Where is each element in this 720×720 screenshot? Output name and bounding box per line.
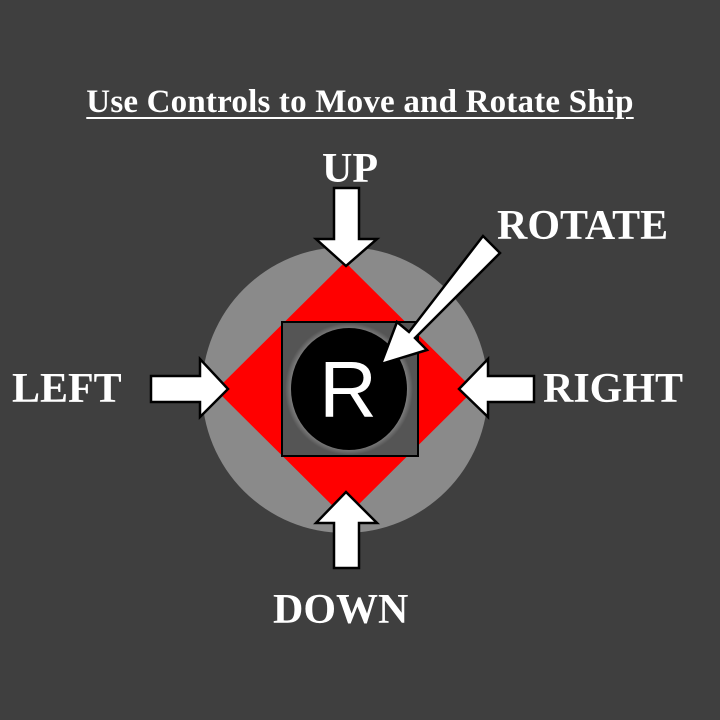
arrow-down-icon — [312, 186, 381, 268]
arrow-diagonal-icon — [378, 234, 502, 366]
label-rotate: ROTATE — [497, 203, 669, 249]
instructions-title: Use Controls to Move and Rotate Ship — [86, 84, 634, 120]
arrow-right-icon — [149, 355, 230, 421]
arrow-left-icon — [457, 355, 536, 420]
label-left: LEFT — [12, 366, 122, 412]
label-up: UP — [322, 146, 378, 192]
label-right: RIGHT — [543, 366, 684, 412]
rotate-button[interactable] — [291, 328, 407, 450]
rotate-button-letter: R — [319, 345, 377, 434]
arrow-up-icon — [313, 490, 381, 570]
label-down: DOWN — [273, 587, 409, 633]
